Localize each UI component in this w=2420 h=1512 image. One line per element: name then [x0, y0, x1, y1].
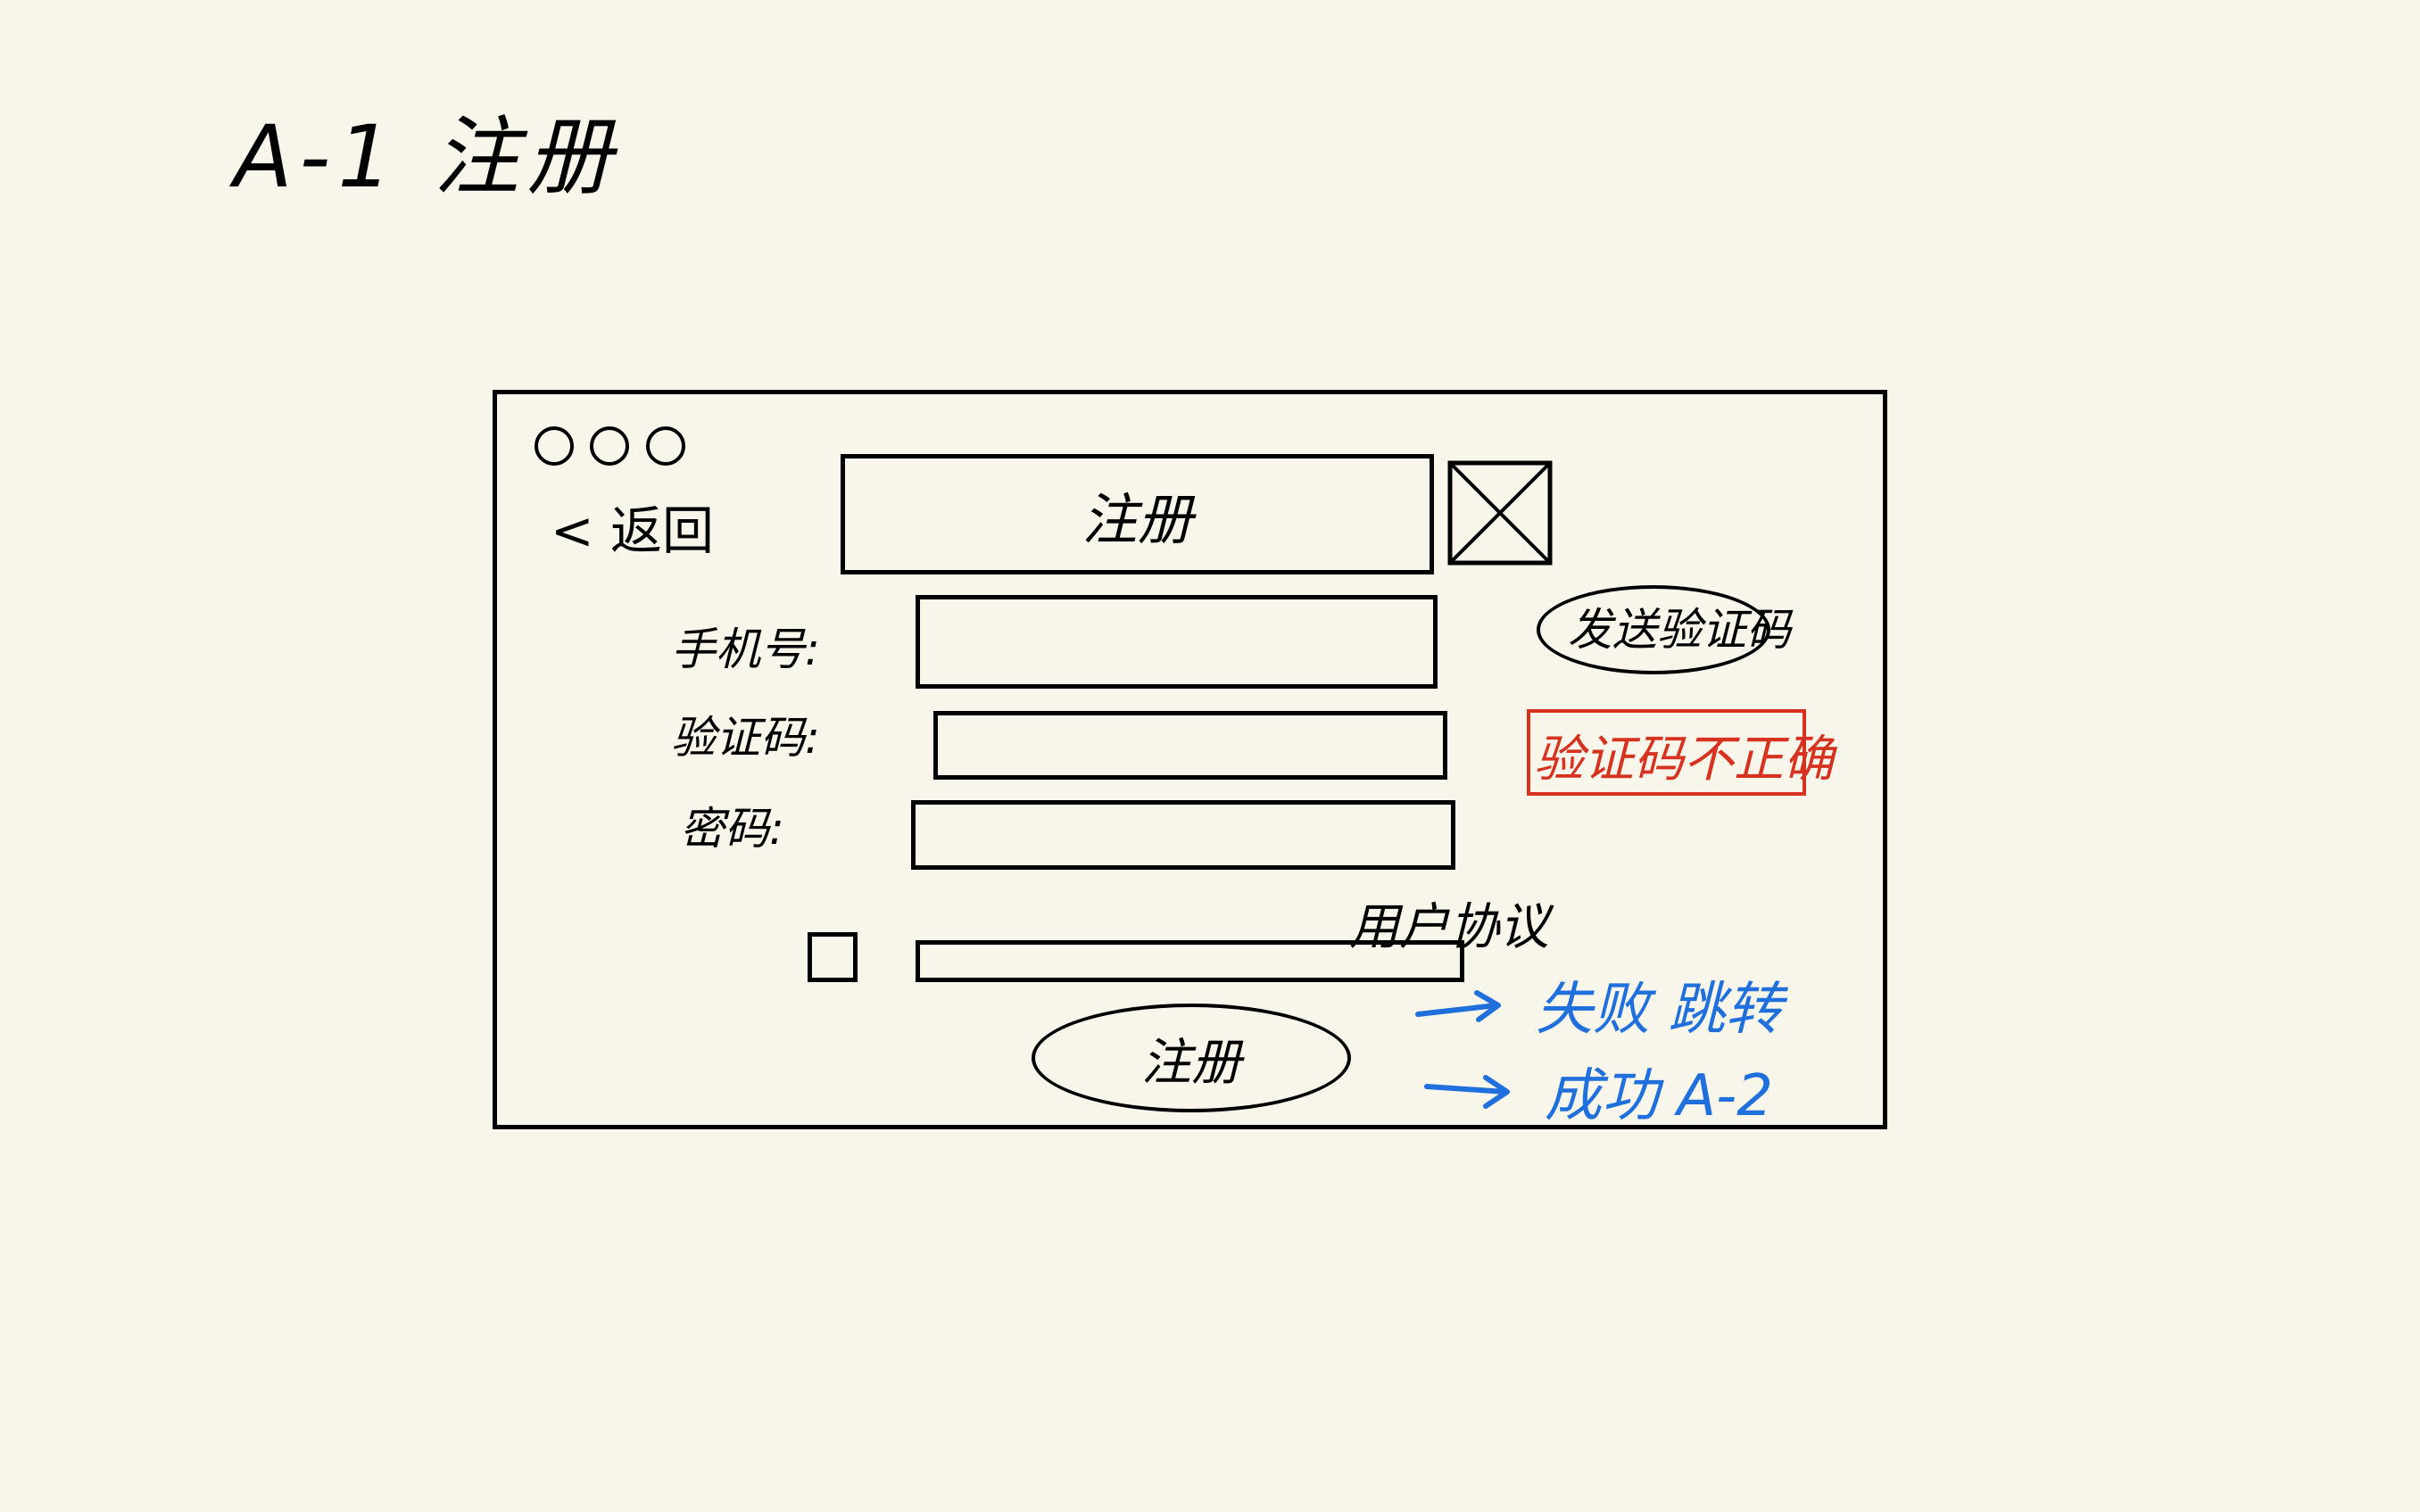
success-note: 成功 A-2 [1423, 1050, 1773, 1132]
window-control-circle[interactable] [535, 426, 574, 466]
phone-input[interactable] [916, 595, 1438, 689]
code-input[interactable] [933, 711, 1447, 780]
back-button[interactable]: < 返回 [551, 500, 715, 561]
password-label: 密码: [680, 803, 784, 855]
code-label: 验证码: [671, 712, 820, 764]
page-title: A-1 注册 [234, 107, 619, 207]
register-window: < 返回 注册 手机号: 验证码: 密码: 发送验证码 验证码不正确 用户协议 … [493, 390, 1887, 1129]
image-placeholder-icon [1447, 460, 1553, 566]
send-code-label: 发送验证码 [1568, 604, 1791, 656]
arrow-right-icon [1415, 990, 1501, 1022]
fail-note: 失败 跳转 [1414, 963, 1782, 1045]
success-note-text: 成功 A-2 [1545, 1063, 1773, 1129]
error-message: 验证码不正确 [1534, 731, 1834, 789]
agreement-checkbox[interactable] [808, 932, 858, 982]
window-control-circle[interactable] [590, 426, 629, 466]
fail-note-text: 失败 跳转 [1536, 977, 1783, 1043]
send-code-button[interactable] [1537, 585, 1770, 674]
register-button-label: 注册 [1141, 1033, 1241, 1092]
agreement-label: 用户协议 [1349, 898, 1549, 956]
arrow-right-icon [1424, 1075, 1510, 1109]
phone-label: 手机号: [671, 624, 820, 675]
password-input[interactable] [911, 800, 1455, 870]
title-bar: 注册 [841, 454, 1434, 574]
error-message-box [1527, 709, 1806, 796]
register-button[interactable]: 注册 [1032, 1004, 1351, 1112]
window-control-circle[interactable] [646, 426, 685, 466]
agreement-link[interactable] [916, 940, 1464, 982]
window-title: 注册 [1082, 486, 1193, 552]
